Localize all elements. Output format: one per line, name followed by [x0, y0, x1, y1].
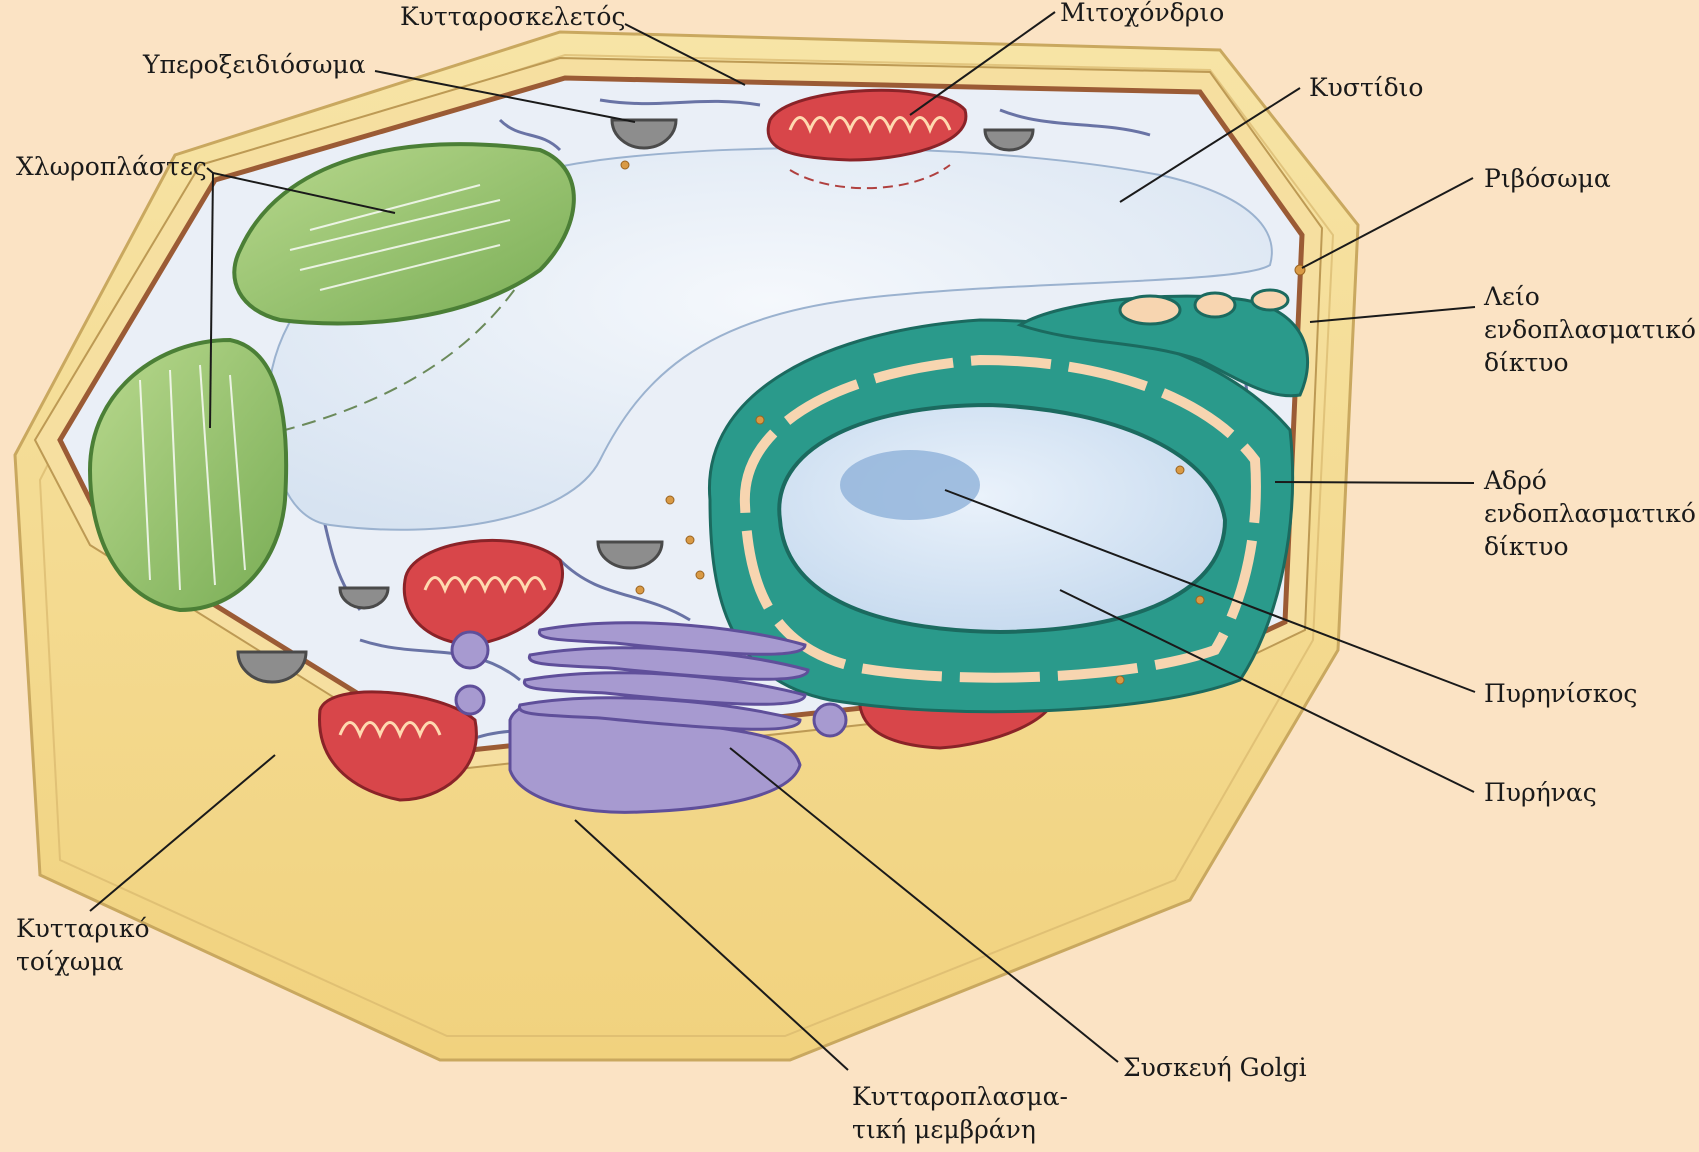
label-rough-er: Αδρό ενδοπλασματικό δίκτυο: [1484, 464, 1696, 563]
label-peroxisome: Υπεροξειδιόσωμα: [143, 48, 366, 81]
nucleolus-shape: [840, 450, 980, 520]
label-plasma-membrane: Κυτταροπλασμα- τική μεμβράνη: [852, 1080, 1068, 1146]
label-chloroplasts: Χλωροπλάστες: [16, 150, 207, 183]
label-golgi: Συσκευή Golgi: [1123, 1051, 1307, 1084]
label-cytoskeleton: Κυτταροσκελετός: [400, 0, 626, 33]
label-nucleus: Πυρήνας: [1484, 776, 1597, 809]
label-nucleolus: Πυρηνίσκος: [1484, 677, 1637, 710]
label-vacuole: Κυστίδιο: [1309, 71, 1423, 104]
label-cell-wall: Κυτταρικό τοίχωμα: [16, 912, 150, 978]
label-ribosome: Ριβόσωμα: [1484, 162, 1611, 195]
label-mitochondrion: Μιτοχόνδριο: [1060, 0, 1224, 29]
label-smooth-er: Λείο ενδοπλασματικό δίκτυο: [1484, 280, 1696, 379]
